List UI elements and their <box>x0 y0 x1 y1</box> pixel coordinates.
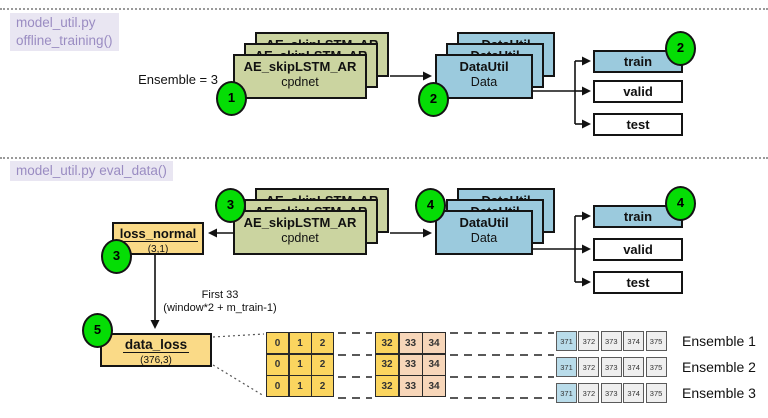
grid-cell: 32 <box>376 333 398 353</box>
grid-cell: 34 <box>423 354 445 375</box>
first33-annotation: First 33 (window*2 + m_train-1) <box>158 289 282 315</box>
grid-cell: 372 <box>578 331 600 351</box>
datautil-subtitle: Data <box>470 75 498 89</box>
grid-cell: 373 <box>600 331 622 351</box>
ensemble-row-label-3: Ensemble 3 <box>682 385 756 401</box>
grid-cell: 1 <box>289 354 311 375</box>
model-subtitle: cpdnet <box>281 231 319 245</box>
valid-box: valid <box>593 80 683 103</box>
grid-right-row-2: 371 372 373 374 375 <box>556 357 668 377</box>
top-divider <box>0 8 768 10</box>
grid-cell: 1 <box>289 376 311 396</box>
grid-cell: 32 <box>376 376 398 396</box>
data-loss-shape: (376,3) <box>140 355 172 366</box>
grid-cell: 373 <box>600 357 622 377</box>
grid-cell: 2 <box>312 333 333 353</box>
grid-cell: 375 <box>645 357 667 377</box>
model-title: AE_skipLSTM_AR <box>243 215 357 230</box>
grid-cell: 373 <box>600 383 622 403</box>
step-badge-4: 4 <box>415 188 446 223</box>
ensemble-row-label-2: Ensemble 2 <box>682 359 756 375</box>
grid-cell: 2 <box>312 376 333 396</box>
annotation-line1: First 33 <box>201 289 239 301</box>
grid-cell: 372 <box>578 383 600 403</box>
grid-cell: 34 <box>423 376 445 396</box>
grid-cell: 32 <box>376 354 398 375</box>
grid-cell: 375 <box>645 331 667 351</box>
datautil-subtitle: Data <box>470 231 498 245</box>
valid-box: valid <box>593 238 683 261</box>
grid-right-row-1: 371 372 373 374 375 <box>556 331 668 351</box>
grid-cell: 372 <box>578 357 600 377</box>
step-badge-2: 2 <box>418 82 449 117</box>
grid-cell: 0 <box>267 354 288 375</box>
function-name: offline_training() <box>16 33 113 48</box>
step-badge-2b: 2 <box>665 31 696 66</box>
model-subtitle: cpdnet <box>281 75 319 89</box>
annotation-line2: (window*2 + m_train-1) <box>163 302 277 314</box>
grid-cell: 2 <box>312 354 333 375</box>
section-divider <box>0 157 768 159</box>
step-badge-3: 3 <box>215 188 246 223</box>
test-box: test <box>593 271 683 294</box>
section2-code-label: model_util.py eval_data() <box>10 161 173 181</box>
grid-cell: 371 <box>556 357 577 377</box>
loss-normal-shape: (3,1) <box>147 244 169 255</box>
grid-cell: 33 <box>399 333 422 353</box>
ensemble-row-label-1: Ensemble 1 <box>682 333 756 349</box>
grid-cell: 371 <box>556 383 577 403</box>
grid-cell: 33 <box>399 354 422 375</box>
model-stack-front: AE_skipLSTM_AR cpdnet <box>233 210 367 255</box>
datautil-stack-front: DataUtil Data <box>435 210 533 255</box>
loss-normal-title: loss_normal <box>117 226 199 242</box>
ensemble-count-note: Ensemble = 3 <box>138 72 218 87</box>
grid-mid-group: 32 33 34 32 33 34 32 33 34 <box>375 332 446 397</box>
grid-cell: 375 <box>645 383 667 403</box>
datautil-title: DataUtil <box>459 215 509 230</box>
model-title: AE_skipLSTM_AR <box>243 59 357 74</box>
model-stack-front: AE_skipLSTM_AR cpdnet <box>233 54 367 99</box>
data-loss-title: data_loss <box>122 337 190 353</box>
train-box: train <box>593 50 683 73</box>
grid-cell: 0 <box>267 376 288 396</box>
loss-normal-box: loss_normal (3,1) <box>112 222 204 255</box>
grid-cell: 374 <box>623 331 645 351</box>
step-badge-3b: 3 <box>101 239 132 274</box>
step-badge-5: 5 <box>82 313 113 348</box>
file-name: model_util.py <box>16 15 96 30</box>
grid-cell: 34 <box>423 333 445 353</box>
grid-cell: 374 <box>623 357 645 377</box>
grid-cell: 374 <box>623 383 645 403</box>
train-box: train <box>593 205 683 228</box>
grid-cell: 371 <box>556 331 577 351</box>
datautil-title: DataUtil <box>459 59 509 74</box>
test-box: test <box>593 113 683 136</box>
grid-cell: 0 <box>267 333 288 353</box>
data-loss-box: data_loss (376,3) <box>100 333 212 367</box>
section1-code-label: model_util.py offline_training() <box>10 13 119 51</box>
grid-right-row-3: 371 372 373 374 375 <box>556 383 668 403</box>
grid-cell: 33 <box>399 376 422 396</box>
datautil-stack-front: DataUtil Data <box>435 54 533 99</box>
step-badge-1: 1 <box>216 81 247 116</box>
step-badge-4b: 4 <box>665 186 696 221</box>
grid-cell: 1 <box>289 333 311 353</box>
grid-left-group: 0 1 2 0 1 2 0 1 2 <box>266 332 334 397</box>
